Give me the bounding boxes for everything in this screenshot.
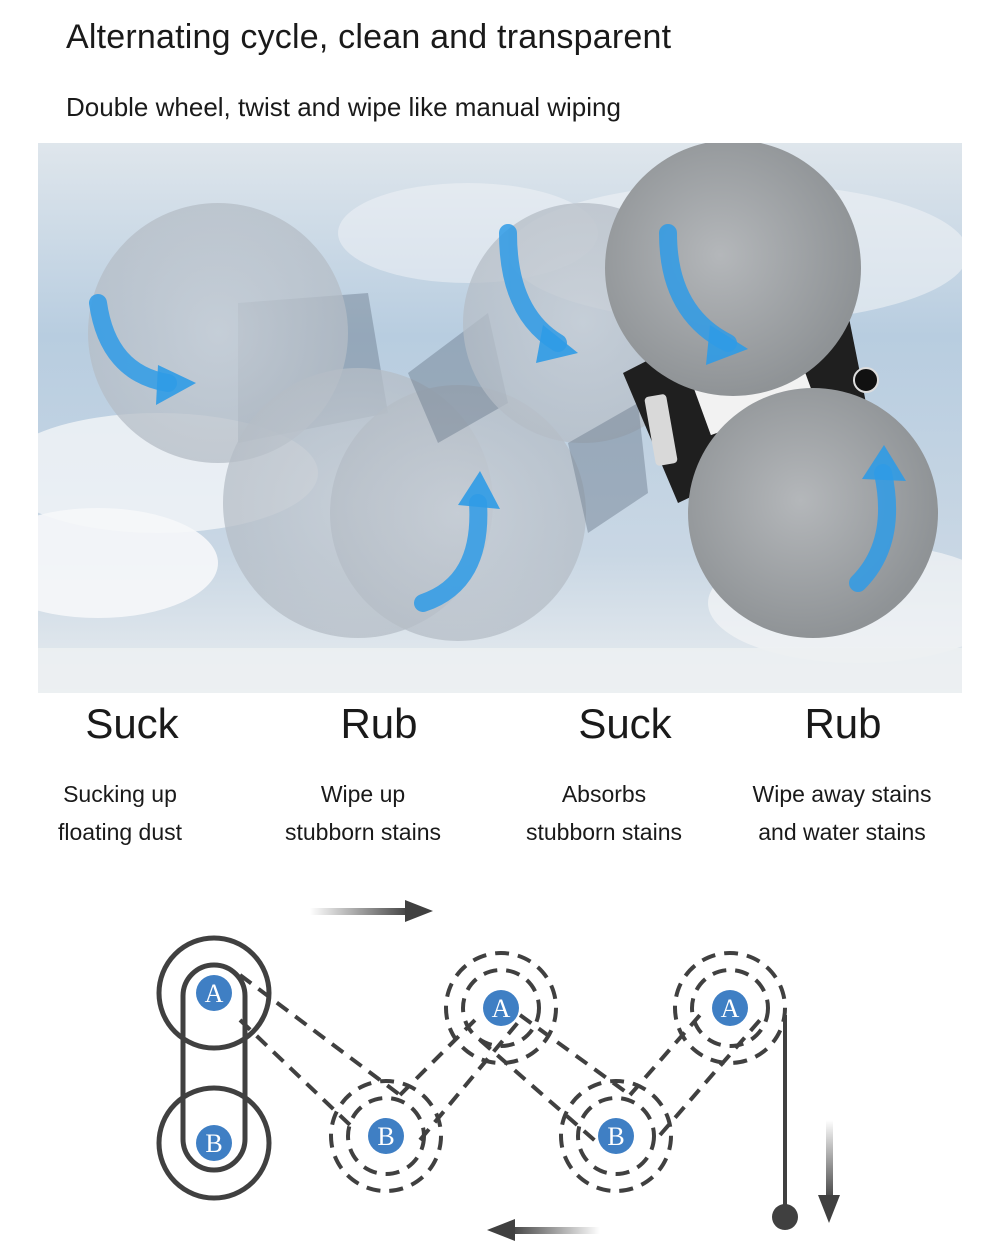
step-description-line: and water stains bbox=[758, 819, 926, 845]
product-photo bbox=[38, 143, 962, 693]
step-label-4: Rub bbox=[804, 700, 882, 747]
wheel-a-label: A bbox=[205, 979, 224, 1008]
wheel-a-badge: A bbox=[196, 975, 232, 1011]
wheel-b-label: B bbox=[377, 1122, 394, 1151]
end-point-marker bbox=[772, 1204, 798, 1230]
page-subtitle: Double wheel, twist and wipe like manual… bbox=[66, 92, 621, 122]
step-description-1: Sucking up floating dust bbox=[0, 775, 240, 851]
wheel-a-badge: A bbox=[483, 990, 519, 1026]
wheel-a-badge: A bbox=[712, 990, 748, 1026]
cleaning-path-diagram: A B A A B B bbox=[0, 880, 1001, 1251]
wheel-a-label: A bbox=[721, 994, 740, 1023]
step-description-line: Wipe away stains bbox=[752, 781, 932, 807]
arrow-left-icon bbox=[487, 1219, 600, 1241]
step-description-line: floating dust bbox=[57, 819, 183, 845]
step-description-line: Sucking up bbox=[63, 781, 177, 807]
step-description-line: Wipe up bbox=[320, 781, 406, 807]
step-description-line: stubborn stains bbox=[285, 819, 441, 845]
wheel-b-badge: B bbox=[598, 1118, 634, 1154]
step-label-3: Suck bbox=[578, 700, 672, 747]
wheel-b-label: B bbox=[607, 1122, 624, 1151]
arrow-down-icon bbox=[818, 1120, 840, 1223]
page-title: Alternating cycle, clean and transparent bbox=[66, 18, 672, 56]
step-description-2: Wipe up stubborn stains bbox=[243, 775, 483, 851]
step-description-line: stubborn stains bbox=[526, 819, 682, 845]
step-description-4: Wipe away stains and water stains bbox=[722, 775, 962, 851]
step-label-1: Suck bbox=[85, 700, 179, 747]
wheel-b-badge: B bbox=[196, 1125, 232, 1161]
step-label-2: Rub bbox=[340, 700, 418, 747]
wheel-b-label: B bbox=[205, 1129, 222, 1158]
arrow-right-icon bbox=[310, 900, 433, 922]
step-description-line: Absorbs bbox=[561, 781, 647, 807]
wheel-b-badge: B bbox=[368, 1118, 404, 1154]
step-description-3: Absorbs stubborn stains bbox=[484, 775, 724, 851]
wheel-a-label: A bbox=[492, 994, 511, 1023]
